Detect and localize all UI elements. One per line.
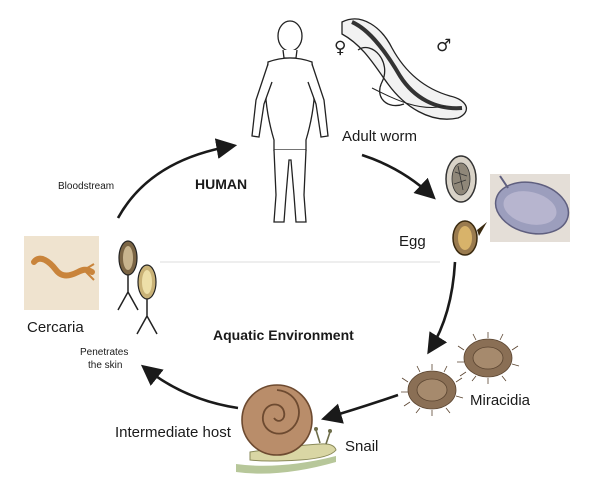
arrow-snail-to-cercaria bbox=[140, 364, 239, 410]
miracidia-label: Miracidia bbox=[470, 392, 531, 409]
human-figure bbox=[251, 20, 329, 223]
arrow-miracidia-to-snail bbox=[321, 393, 399, 424]
penetrates-label-line2: the skin bbox=[88, 360, 123, 371]
adult-worm-label: Adult worm bbox=[342, 128, 418, 145]
egg-label: Egg bbox=[399, 233, 426, 250]
arrow-cercaria-to-human bbox=[116, 138, 238, 219]
egg-drawing-oval bbox=[445, 155, 477, 203]
miracidia-drawing bbox=[401, 332, 520, 416]
intermediate-host-label: Intermediate host bbox=[115, 424, 231, 441]
arrow-worm-to-egg bbox=[361, 153, 436, 200]
cercaria-photo bbox=[24, 236, 99, 310]
egg-drawing-spined bbox=[452, 220, 487, 256]
bloodstream-label: Bloodstream bbox=[58, 181, 115, 192]
penetrates-label-line1: Penetrates bbox=[80, 347, 129, 358]
male-symbol: ♂ bbox=[436, 36, 452, 56]
arrow-egg-to-miracidia bbox=[427, 261, 457, 355]
cercaria-label: Cercaria bbox=[27, 319, 84, 336]
egg-photo bbox=[490, 174, 570, 242]
human-label: HUMAN bbox=[195, 176, 248, 192]
aquatic-environment-label: Aquatic Environment bbox=[213, 327, 354, 343]
adult-worm-drawing bbox=[341, 18, 468, 120]
female-symbol: ♀ bbox=[334, 38, 347, 58]
snail-drawing bbox=[236, 384, 337, 474]
cercaria-drawing bbox=[117, 240, 158, 335]
snail-label: Snail bbox=[345, 438, 379, 455]
